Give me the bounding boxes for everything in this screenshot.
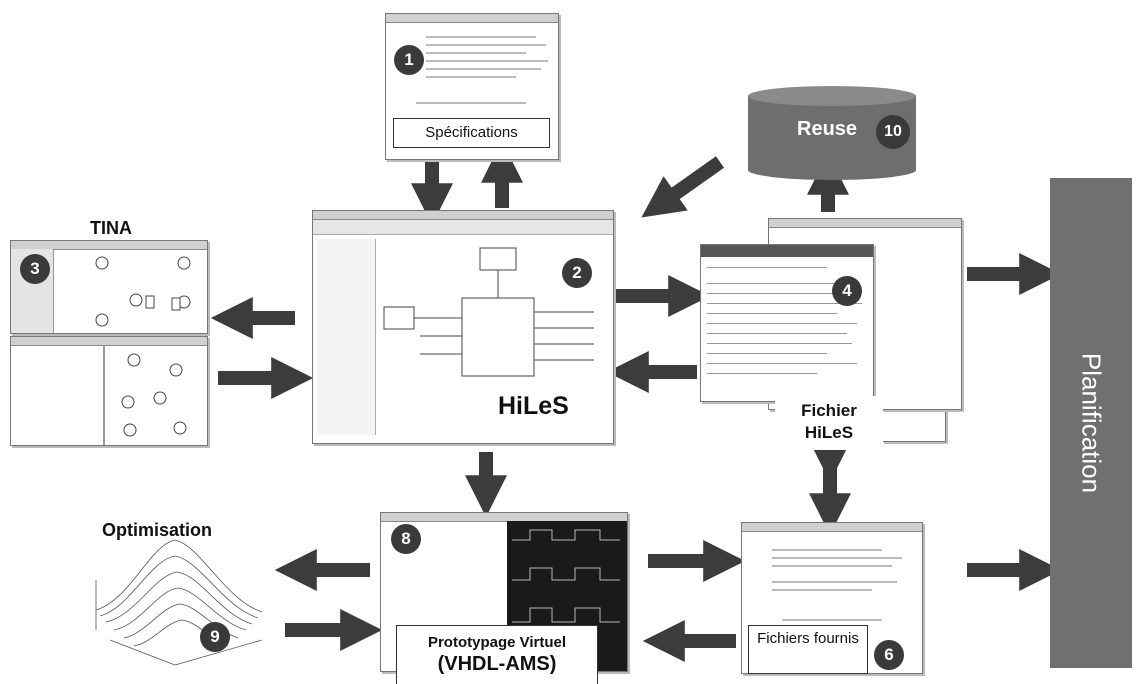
prototypage-caption-line1: Prototypage Virtuel bbox=[427, 634, 567, 651]
fichier-screenshot-front bbox=[700, 244, 874, 402]
badge-10: 10 bbox=[876, 115, 910, 149]
planification-panel: Planification bbox=[1050, 178, 1132, 668]
hiles-label: HiLeS bbox=[498, 392, 569, 420]
arrow-reuse-to-hiles bbox=[641, 156, 725, 218]
badge-2: 2 bbox=[562, 258, 592, 288]
badge-6: 6 bbox=[874, 640, 904, 670]
badge-4: 4 bbox=[832, 276, 862, 306]
fichier-hiles-caption: Fichier HiLeS bbox=[775, 396, 883, 450]
badge-1: 1 bbox=[394, 45, 424, 75]
fichiers-fournis-caption: Fichiers fournis bbox=[748, 625, 868, 674]
optimisation-title: Optimisation bbox=[102, 520, 213, 540]
badge-3: 3 bbox=[20, 254, 50, 284]
prototypage-caption-line2: (VHDL-AMS) bbox=[437, 653, 557, 675]
specifications-caption: Spécifications bbox=[393, 118, 550, 148]
badge-8: 8 bbox=[391, 524, 421, 554]
tina-title: TINA bbox=[90, 218, 132, 238]
badge-9: 9 bbox=[200, 622, 230, 652]
reuse-label: Reuse bbox=[797, 118, 858, 140]
hiles-screenshot bbox=[312, 210, 614, 444]
prototypage-caption: Prototypage Virtuel (VHDL-AMS) bbox=[396, 625, 598, 684]
